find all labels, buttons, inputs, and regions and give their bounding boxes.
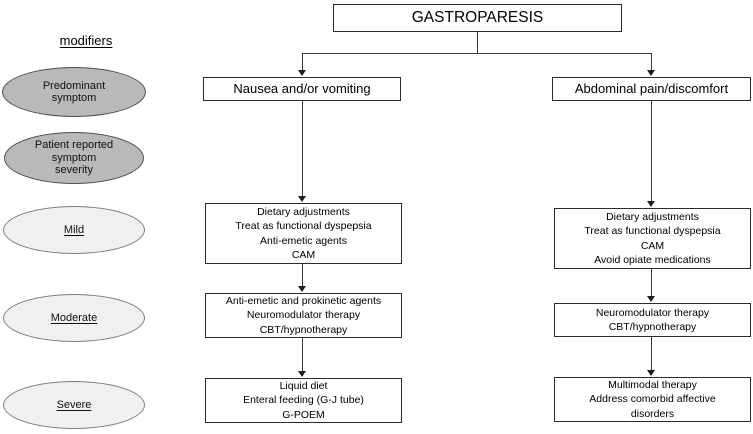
right-box-severe: Multimodal therapy Address comorbid affe… — [554, 377, 751, 422]
right-box-mild: Dietary adjustments Treat as functional … — [554, 208, 751, 269]
branch-box-abdominal-pain: Abdominal pain/discomfort — [552, 77, 751, 101]
modifier-ellipse-predominant-symptom: Predominant symptom — [2, 67, 146, 117]
left-box-severe: Liquid diet Enteral feeding (G-J tube) G… — [205, 378, 402, 423]
branch-box-nausea: Nausea and/or vomiting — [203, 77, 401, 101]
modifier-ellipse-severe: Severe — [3, 381, 145, 429]
modifier-ellipse-severe-label: Severe — [56, 398, 92, 411]
arrowhead-left-severe — [298, 371, 306, 377]
connector-title-to-right-branch — [651, 53, 652, 71]
left-box-moderate: Anti-emetic and prokinetic agents Neurom… — [205, 293, 402, 338]
arrowhead-left-moderate — [298, 286, 306, 292]
right-box-mild-label: Dietary adjustments Treat as functional … — [584, 210, 721, 267]
modifier-ellipse-symptom-severity-label: Patient reported symptom severity — [34, 139, 114, 177]
modifier-ellipse-symptom-severity: Patient reported symptom severity — [4, 132, 144, 184]
branch-box-nausea-label: Nausea and/or vomiting — [233, 81, 371, 96]
connector-right-mild-to-moderate — [651, 269, 652, 297]
right-box-moderate: Neuromodulator therapy CBT/hypnotherapy — [554, 303, 751, 337]
modifier-ellipse-moderate: Moderate — [3, 294, 145, 342]
branch-box-abdominal-pain-label: Abdominal pain/discomfort — [574, 81, 729, 96]
left-box-mild-label: Dietary adjustments Treat as functional … — [235, 205, 372, 262]
connector-left-branch-to-mild — [302, 101, 303, 197]
right-box-severe-label: Multimodal therapy Address comorbid affe… — [589, 378, 716, 420]
arrowhead-left-branch — [298, 70, 306, 76]
modifier-ellipse-mild: Mild — [3, 206, 145, 254]
arrowhead-right-severe — [647, 370, 655, 376]
connector-title-crossbar — [302, 53, 652, 54]
title-box: GASTROPARESIS — [333, 4, 622, 32]
connector-title-stem — [477, 32, 478, 53]
modifiers-heading: modifiers — [59, 33, 113, 48]
connector-left-mild-to-moderate — [302, 264, 303, 287]
left-box-moderate-label: Anti-emetic and prokinetic agents Neurom… — [225, 294, 382, 336]
arrowhead-right-branch — [647, 70, 655, 76]
modifier-ellipse-mild-label: Mild — [63, 223, 85, 236]
right-box-moderate-label: Neuromodulator therapy CBT/hypnotherapy — [595, 306, 710, 334]
arrowhead-right-mild — [647, 201, 655, 207]
connector-right-branch-to-mild — [651, 101, 652, 202]
left-box-mild: Dietary adjustments Treat as functional … — [205, 203, 402, 264]
arrowhead-left-mild — [298, 196, 306, 202]
arrowhead-right-moderate — [647, 296, 655, 302]
modifier-ellipse-moderate-label: Moderate — [50, 311, 98, 324]
modifier-ellipse-predominant-symptom-label: Predominant symptom — [42, 79, 106, 105]
left-box-severe-label: Liquid diet Enteral feeding (G-J tube) G… — [243, 379, 364, 421]
connector-title-to-left-branch — [302, 53, 303, 71]
connector-right-moderate-to-severe — [651, 337, 652, 371]
title-box-label: GASTROPARESIS — [411, 9, 544, 26]
connector-left-moderate-to-severe — [302, 338, 303, 372]
